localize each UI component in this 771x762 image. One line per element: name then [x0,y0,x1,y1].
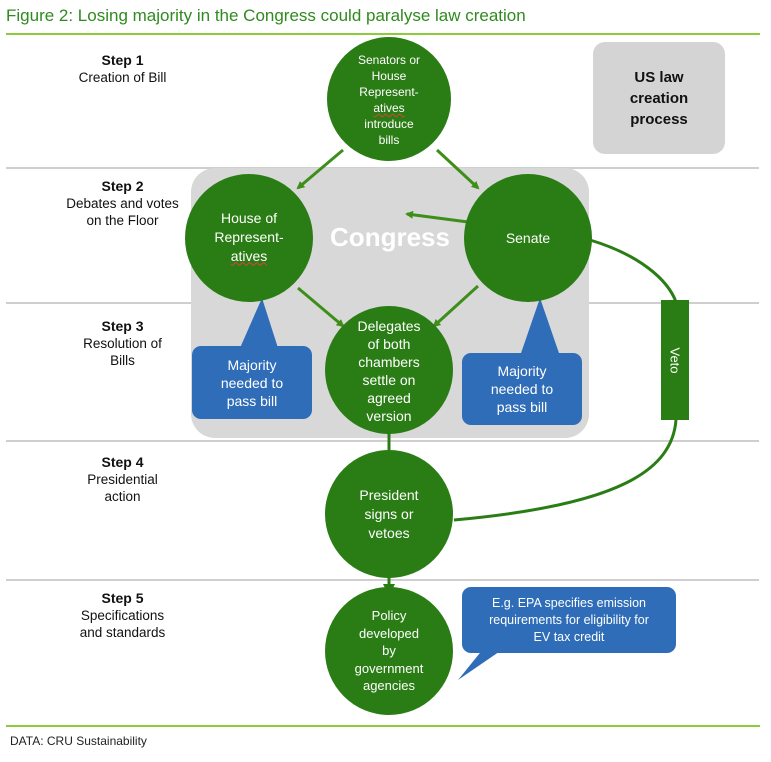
node-text: of both [367,336,411,352]
step-4-text-2: action [104,489,141,504]
step-2-text-1: Debates and votes [66,196,179,211]
step-separator [6,579,759,581]
callout-text: needed to [220,374,284,391]
step-1-label: Step 1 Creation of Bill [50,52,195,86]
step-2-heading: Step 2 [101,178,144,194]
president-text: President signs or vetoes [334,484,444,544]
step-5-text-2: and standards [79,625,166,640]
step-3-label: Step 3 Resolution of Bills [50,318,195,369]
step-1-heading: Step 1 [101,52,144,68]
arrow-senate-to-house [405,210,469,224]
title-rule [6,33,760,35]
footer-rule [6,725,760,727]
node-text: atives [373,101,405,115]
node-text: President [359,486,419,503]
house-majority-text: Majority needed to pass bill [192,346,312,419]
node-text: bills [378,133,400,147]
callout-text: pass bill [496,399,548,415]
node-text: settle on [362,372,416,388]
step-3-text-1: Resolution of [83,336,162,351]
legend-line-1: US law [634,68,684,86]
step-5-heading: Step 5 [101,590,144,606]
policy-node [325,587,453,715]
senate-majority-text: Majority needed to pass bill [462,353,582,425]
node-text: Represent- [359,85,419,99]
delegates-text: Delegates of both chambers settle on agr… [334,316,444,426]
callout-text: EV tax credit [533,629,605,644]
callout-text: pass bill [226,392,278,409]
callout-text: Majority [497,363,547,379]
node-text: government [354,660,424,676]
senate-majority-callout [462,298,582,425]
introduce-bill-text: Senators or House Represent- atives intr… [334,52,444,148]
node-text: developed [359,625,419,641]
node-text: introduce [364,117,414,131]
us-law-process-box: US law creation process [593,42,725,154]
node-text: chambers [358,354,420,370]
veto-loop-upper [589,238,678,303]
node-text: Delegates [357,318,421,334]
figure-title: Figure 2: Losing majority in the Congres… [6,6,526,25]
senate-node [464,174,592,302]
node-text: Senate [505,230,551,246]
house-text: House of Represent- atives [190,205,308,269]
data-credit: DATA: CRU Sustainability [10,734,147,748]
arrow-introduce-to-house [296,148,344,190]
house-majority-callout [192,298,312,419]
step-3-heading: Step 3 [101,318,144,334]
step-separator [6,440,759,442]
arrow-introduce-to-senate [435,148,480,190]
node-text: vetoes [368,524,410,541]
epa-example-text: E.g. EPA specifies emission requirements… [462,587,676,653]
node-text: signs or [364,505,414,522]
step-1-text: Creation of Bill [78,70,167,85]
node-text: agencies [362,678,416,694]
node-text: House [371,69,407,83]
congress-label: Congress [330,222,450,252]
legend-line-3: process [630,110,688,128]
veto-loop-lower [453,419,678,522]
senate-text: Senate [472,226,584,250]
node-text: atives [230,247,268,264]
delegates-node [325,306,453,434]
step-4-label: Step 4 Presidential action [50,454,195,505]
node-text: House of [220,209,278,226]
node-text: agreed [367,390,411,406]
callout-text: Majority [227,356,277,373]
epa-example-callout [458,587,676,680]
callout-text: needed to [490,381,554,397]
arrow-house-to-delegates [297,286,345,328]
node-text: Represent- [214,228,284,245]
step-3-text-2: Bills [110,353,135,368]
arrow-senate-to-delegates [432,284,480,328]
step-2-label: Step 2 Debates and votes on the Floor [50,178,195,229]
step-4-text-1: Presidential [87,472,158,487]
step-5-text-1: Specifications [80,608,165,623]
introduce-bill-node [327,37,451,161]
node-text: by [382,643,396,659]
callout-text: requirements for eligibility for [489,612,649,627]
veto-label: Veto [661,300,689,420]
policy-text: Policy developed by government agencies [334,606,444,696]
node-text: Policy [371,608,407,624]
veto-text: Veto [667,346,683,374]
callout-text: E.g. EPA specifies emission [491,595,646,610]
house-node [185,174,313,302]
legend-line-2: creation [629,89,689,107]
node-text: version [366,408,412,424]
step-2-text-2: on the Floor [86,213,159,228]
node-text: Senators or [357,53,421,67]
step-5-label: Step 5 Specifications and standards [50,590,195,641]
veto-bar [661,300,689,420]
step-4-heading: Step 4 [101,454,144,470]
president-node [325,450,453,578]
